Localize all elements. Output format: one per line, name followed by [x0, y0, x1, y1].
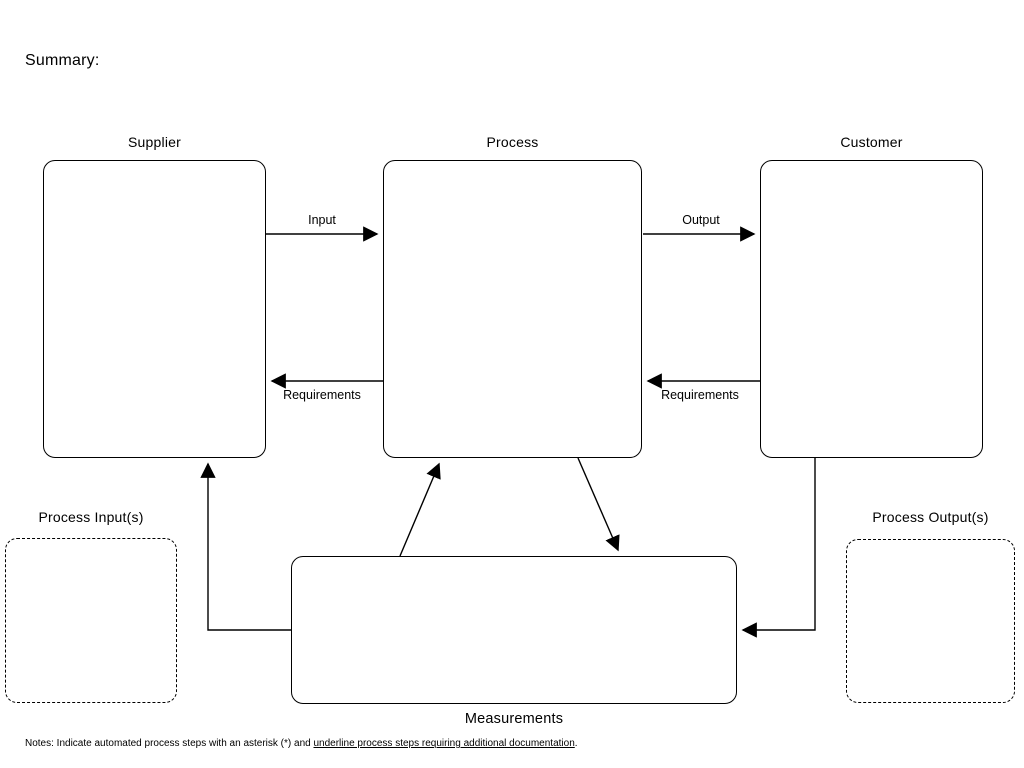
process-outputs-box: [846, 539, 1015, 703]
process-box: [383, 160, 642, 458]
notes-underlined-text: underline process steps requiring additi…: [313, 738, 575, 749]
notes-suffix: .: [574, 738, 578, 749]
customer-box: [760, 160, 983, 458]
output-arrow-label: Output: [682, 213, 720, 227]
process-to-measurements-arrow: [577, 457, 620, 552]
measurements-label: Measurements: [464, 711, 564, 727]
supplier-box: [43, 160, 266, 458]
measurements-to-process-arrow: [399, 462, 441, 557]
notes-prefix: Notes: Indicate automated process steps …: [25, 738, 314, 749]
measurements-box: [291, 556, 737, 704]
input-arrow-label: Input: [308, 213, 336, 227]
process-inputs-box: [5, 538, 177, 703]
requirements-left-arrow-label: Requirements: [283, 388, 361, 402]
supplier-label: Supplier: [128, 134, 181, 150]
measurements-to-supplier-arrow: [200, 462, 291, 631]
notes-line: Notes: Indicate automated process steps …: [25, 738, 578, 749]
process-label: Process: [486, 134, 539, 150]
process-inputs-label: Process Input(s): [38, 509, 144, 525]
customer-to-measurements-arrow: [741, 458, 816, 638]
process-outputs-label: Process Output(s): [872, 509, 989, 525]
customer-label: Customer: [840, 134, 903, 150]
page-title: Summary:: [25, 52, 100, 69]
requirements-right-arrow-label: Requirements: [661, 388, 739, 402]
